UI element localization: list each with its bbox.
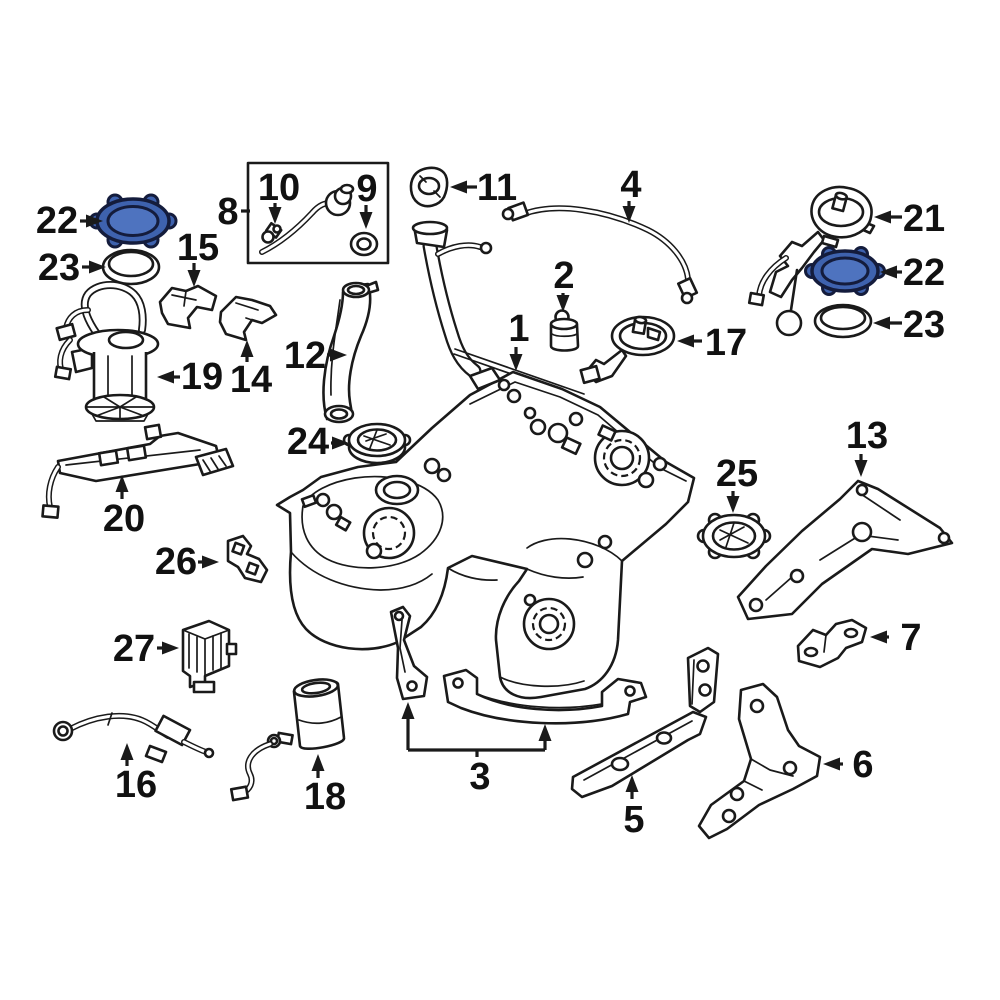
callout-seal-right: 23: [873, 304, 945, 346]
callout-seal-left: 23: [38, 247, 106, 289]
control-module-27: [181, 619, 238, 694]
callout-label-small-bracket: 26: [155, 541, 197, 583]
callout-label-grommet: 9: [356, 168, 377, 210]
callout-label-z-bracket: 7: [900, 617, 921, 659]
callout-label-fuel-cap: 11: [477, 167, 517, 209]
callout-label-filler-shield: 12: [284, 335, 326, 377]
hose-assembly-16: [52, 712, 215, 764]
cap-right-25: [696, 512, 772, 560]
callout-cap-right: 25: [716, 453, 758, 513]
callout-fuel-cap: 11: [450, 167, 517, 209]
callout-label-inset-box: 8: [217, 191, 238, 233]
tank-strap-rear: [442, 668, 648, 725]
fuel-pump-assembly: [53, 281, 160, 422]
callout-fuel-tank: 1: [508, 308, 530, 371]
v-bracket-6: [697, 682, 822, 840]
callout-label-fuel-sender-center: 17: [705, 322, 747, 364]
check-valve-10: [261, 221, 283, 244]
callout-mount-bracket: 5: [623, 775, 645, 841]
callout-lock-ring-left: 22: [36, 200, 103, 242]
callout-z-bracket: 7: [870, 617, 922, 659]
seal-ring-left: [101, 248, 161, 286]
callout-label-hose-assembly: 16: [115, 764, 157, 806]
callout-hose-assembly: 16: [115, 743, 157, 806]
callout-label-v-bracket: 6: [852, 744, 873, 786]
callout-label-baffle-right: 14: [230, 359, 272, 401]
callout-label-cap-right: 25: [716, 453, 758, 495]
fuel-cap: [409, 166, 449, 208]
z-bracket-7: [796, 618, 868, 669]
callout-label-lock-ring-right: 22: [903, 252, 945, 294]
callout-label-lock-ring-left: 22: [36, 200, 78, 242]
callout-wiring-harness: 20: [103, 475, 145, 540]
callout-label-wiring-harness: 20: [103, 498, 145, 540]
callout-fuel-pump: 19: [157, 356, 223, 398]
baffle-right: [218, 295, 278, 342]
baffle-left: [158, 284, 218, 330]
callout-label-vent-hose: 4: [620, 164, 641, 206]
filler-shield: [322, 280, 380, 424]
callout-cap-left: 24: [287, 421, 349, 463]
fuel-filter-18: [229, 678, 346, 802]
seal-ring-right: [813, 303, 873, 339]
small-bracket-26: [226, 534, 269, 584]
callout-baffle-right: 14: [230, 340, 272, 401]
callout-lock-ring-right: 22: [880, 252, 945, 294]
callout-label-cap-left: 24: [287, 421, 329, 463]
support-bracket-13: [736, 479, 954, 621]
callout-label-fuel-pump: 19: [181, 356, 223, 398]
callout-check-valve: 10: [258, 167, 300, 224]
fuel-sender-center: [579, 315, 676, 385]
callout-v-bracket: 6: [823, 744, 874, 786]
callout-grommet: 9: [356, 168, 378, 229]
callout-inset-box: 8: [217, 191, 250, 233]
vent-hose: [501, 201, 699, 305]
callout-filler-shield: 12: [284, 335, 347, 377]
callout-label-fuel-tank: 1: [508, 308, 529, 350]
callout-label-fuel-sender-right: 21: [903, 198, 945, 240]
callout-control-module: 27: [113, 628, 179, 670]
lock-ring-highlighted-left: [88, 193, 178, 249]
callout-baffle-left: 15: [177, 227, 219, 287]
callout-support-bracket: 13: [846, 415, 888, 477]
wiring-harness: [41, 423, 235, 519]
callout-fuel-sender-right: 21: [874, 198, 945, 240]
callout-label-mount-bracket: 5: [623, 799, 644, 841]
callout-damper: 2: [553, 255, 575, 312]
damper: [549, 309, 580, 352]
callout-label-seal-right: 23: [903, 304, 945, 346]
callout-label-baffle-left: 15: [177, 227, 219, 269]
cap-left-24: [342, 422, 412, 465]
mount-bracket-5: [570, 646, 720, 799]
fuel-tank: [275, 366, 696, 700]
callout-label-fuel-filter: 18: [304, 776, 346, 818]
tank-strap-front: [389, 605, 429, 701]
lock-ring-highlighted-right: [804, 246, 886, 296]
callout-fuel-filter: 18: [304, 754, 346, 818]
callout-label-support-bracket: 13: [846, 415, 888, 457]
callout-label-seal-left: 23: [38, 247, 80, 289]
callout-label-check-valve: 10: [258, 167, 300, 209]
callout-vent-hose: 4: [620, 164, 642, 223]
fuel-sender-right: [747, 185, 876, 337]
callout-label-control-module: 27: [113, 628, 155, 670]
grommet-9: [349, 231, 379, 257]
filler-pipe: [411, 220, 585, 400]
callout-fuel-sender-center: 17: [677, 322, 747, 364]
callout-tank-straps: 3: [401, 702, 552, 798]
callout-label-tank-straps: 3: [469, 756, 490, 798]
callout-label-damper: 2: [553, 255, 574, 297]
callout-small-bracket: 26: [155, 541, 219, 583]
